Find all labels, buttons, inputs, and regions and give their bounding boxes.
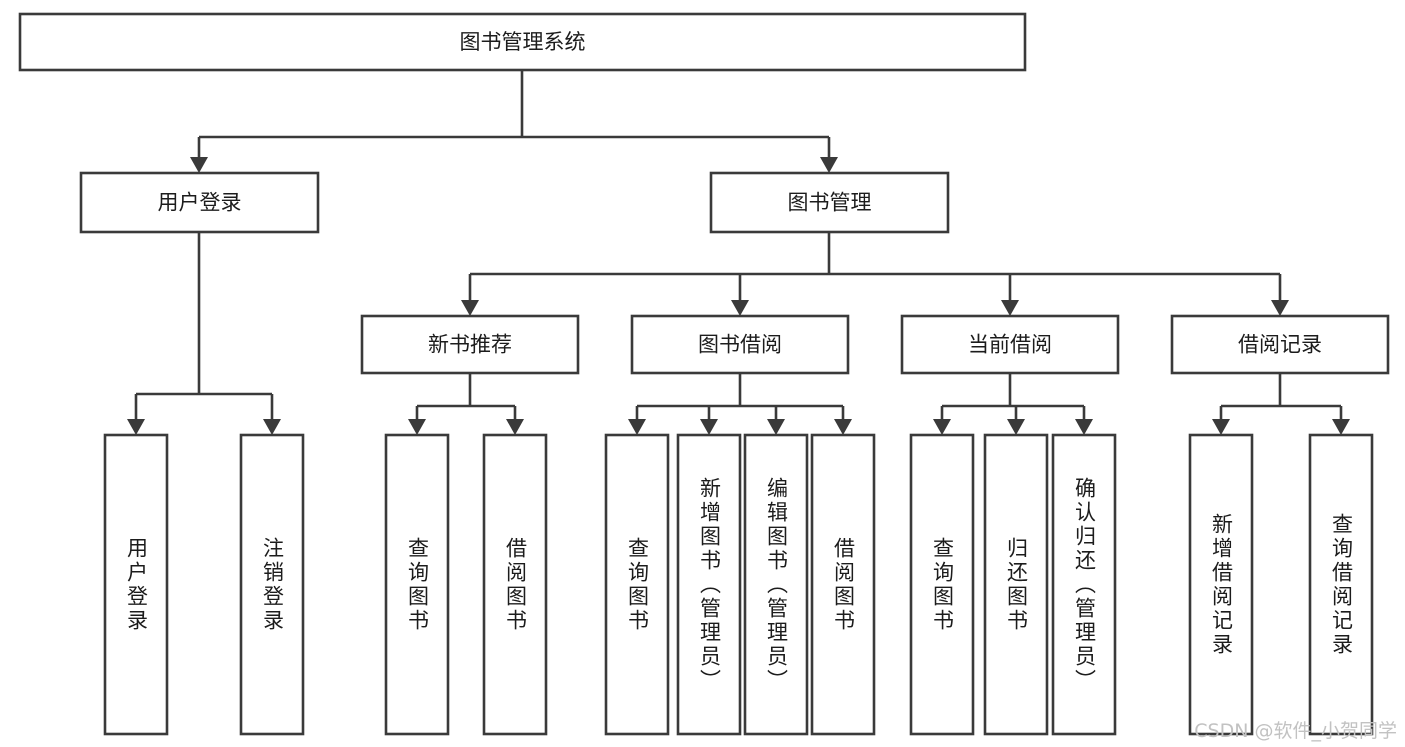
node-label-user-login: 用户登录 bbox=[158, 191, 242, 215]
node-box-leaf-query-book-2[interactable] bbox=[604, 433, 670, 736]
node-label-root: 图书管理系统 bbox=[460, 30, 586, 54]
node-new-book-recommend[interactable]: 新书推荐 bbox=[360, 314, 580, 375]
arrow-head-icon bbox=[1212, 419, 1230, 435]
arrow-head-icon bbox=[834, 419, 852, 435]
arrow-head-icon bbox=[1332, 419, 1350, 435]
node-box-user-login[interactable] bbox=[79, 171, 320, 234]
node-label-borrow-record: 借阅记录 bbox=[1238, 333, 1322, 357]
node-leaf-query-book-1[interactable] bbox=[384, 433, 450, 736]
arrow-head-icon bbox=[767, 419, 785, 435]
arrow-head-icon bbox=[263, 419, 281, 435]
arrow-head-icon bbox=[408, 419, 426, 435]
arrow-head-icon bbox=[1271, 300, 1289, 316]
arrow-head-icon bbox=[820, 157, 838, 173]
watermark-text: CSDN @软件_小贺同学 bbox=[1194, 720, 1397, 742]
connector-layer bbox=[127, 70, 1350, 435]
node-box-leaf-borrow-book-1[interactable] bbox=[482, 433, 548, 736]
node-box-borrow-record[interactable] bbox=[1170, 314, 1390, 375]
node-box-leaf-query-book-1[interactable] bbox=[384, 433, 450, 736]
arrow-head-icon bbox=[731, 300, 749, 316]
arrow-head-icon bbox=[628, 419, 646, 435]
node-box-leaf-return-book[interactable] bbox=[983, 433, 1049, 736]
node-box-book-borrow[interactable] bbox=[630, 314, 850, 375]
node-label-book-borrow: 图书借阅 bbox=[698, 333, 782, 357]
node-box-leaf-borrow-book-2[interactable] bbox=[810, 433, 876, 736]
arrow-head-icon bbox=[461, 300, 479, 316]
node-leaf-borrow-book-1[interactable] bbox=[482, 433, 548, 736]
arrow-head-icon bbox=[127, 419, 145, 435]
node-leaf-user-login[interactable] bbox=[103, 433, 169, 736]
node-leaf-edit-book[interactable] bbox=[743, 433, 809, 736]
node-box-current-borrow[interactable] bbox=[900, 314, 1120, 375]
node-root[interactable]: 图书管理系统 bbox=[18, 12, 1027, 72]
node-box-leaf-add-borrow-record[interactable] bbox=[1188, 433, 1254, 736]
node-leaf-user-logout[interactable] bbox=[239, 433, 305, 736]
node-current-borrow[interactable]: 当前借阅 bbox=[900, 314, 1120, 375]
node-leaf-query-book-3[interactable] bbox=[909, 433, 975, 736]
node-borrow-record[interactable]: 借阅记录 bbox=[1170, 314, 1390, 375]
node-book-borrow[interactable]: 图书借阅 bbox=[630, 314, 850, 375]
arrow-head-icon bbox=[1007, 419, 1025, 435]
connector-root-to-level2 bbox=[190, 70, 838, 173]
node-leaf-borrow-book-2[interactable] bbox=[810, 433, 876, 736]
node-leaf-confirm-return[interactable] bbox=[1051, 433, 1117, 736]
arrow-head-icon bbox=[700, 419, 718, 435]
node-box-leaf-query-borrow-record[interactable] bbox=[1308, 433, 1374, 736]
connector-bookmgmt-to-level3 bbox=[461, 232, 1289, 316]
arrow-head-icon bbox=[190, 157, 208, 173]
arrow-head-icon bbox=[1075, 419, 1093, 435]
arrow-head-icon bbox=[933, 419, 951, 435]
connector-currentborrow-to-leaves bbox=[933, 373, 1093, 435]
node-box-leaf-add-book[interactable] bbox=[676, 433, 742, 736]
node-leaf-add-borrow-record[interactable] bbox=[1188, 433, 1254, 736]
node-label-current-borrow: 当前借阅 bbox=[968, 333, 1052, 357]
node-box-leaf-user-login[interactable] bbox=[103, 433, 169, 736]
node-box-new-book-recommend[interactable] bbox=[360, 314, 580, 375]
node-leaf-add-book[interactable] bbox=[676, 433, 742, 736]
connector-userlogin-to-leaves bbox=[127, 232, 281, 435]
connector-bookborrow-to-leaves bbox=[628, 373, 852, 435]
node-box-leaf-query-book-3[interactable] bbox=[909, 433, 975, 736]
node-box-leaf-confirm-return[interactable] bbox=[1051, 433, 1117, 736]
node-box-root[interactable] bbox=[18, 12, 1027, 72]
node-leaf-return-book[interactable] bbox=[983, 433, 1049, 736]
connector-newbook-to-leaves bbox=[408, 373, 524, 435]
node-box-leaf-edit-book[interactable] bbox=[743, 433, 809, 736]
arrow-head-icon bbox=[1001, 300, 1019, 316]
arrow-head-icon bbox=[506, 419, 524, 435]
node-label-new-book-recommend: 新书推荐 bbox=[428, 333, 512, 357]
node-box-book-management[interactable] bbox=[709, 171, 950, 234]
node-leaf-query-borrow-record[interactable] bbox=[1308, 433, 1374, 736]
node-label-book-management: 图书管理 bbox=[788, 191, 872, 215]
node-book-management[interactable]: 图书管理 bbox=[709, 171, 950, 234]
node-box-leaf-user-logout[interactable] bbox=[239, 433, 305, 736]
node-user-login[interactable]: 用户登录 bbox=[79, 171, 320, 234]
connector-borrowrecord-to-leaves bbox=[1212, 373, 1350, 435]
node-leaf-query-book-2[interactable] bbox=[604, 433, 670, 736]
